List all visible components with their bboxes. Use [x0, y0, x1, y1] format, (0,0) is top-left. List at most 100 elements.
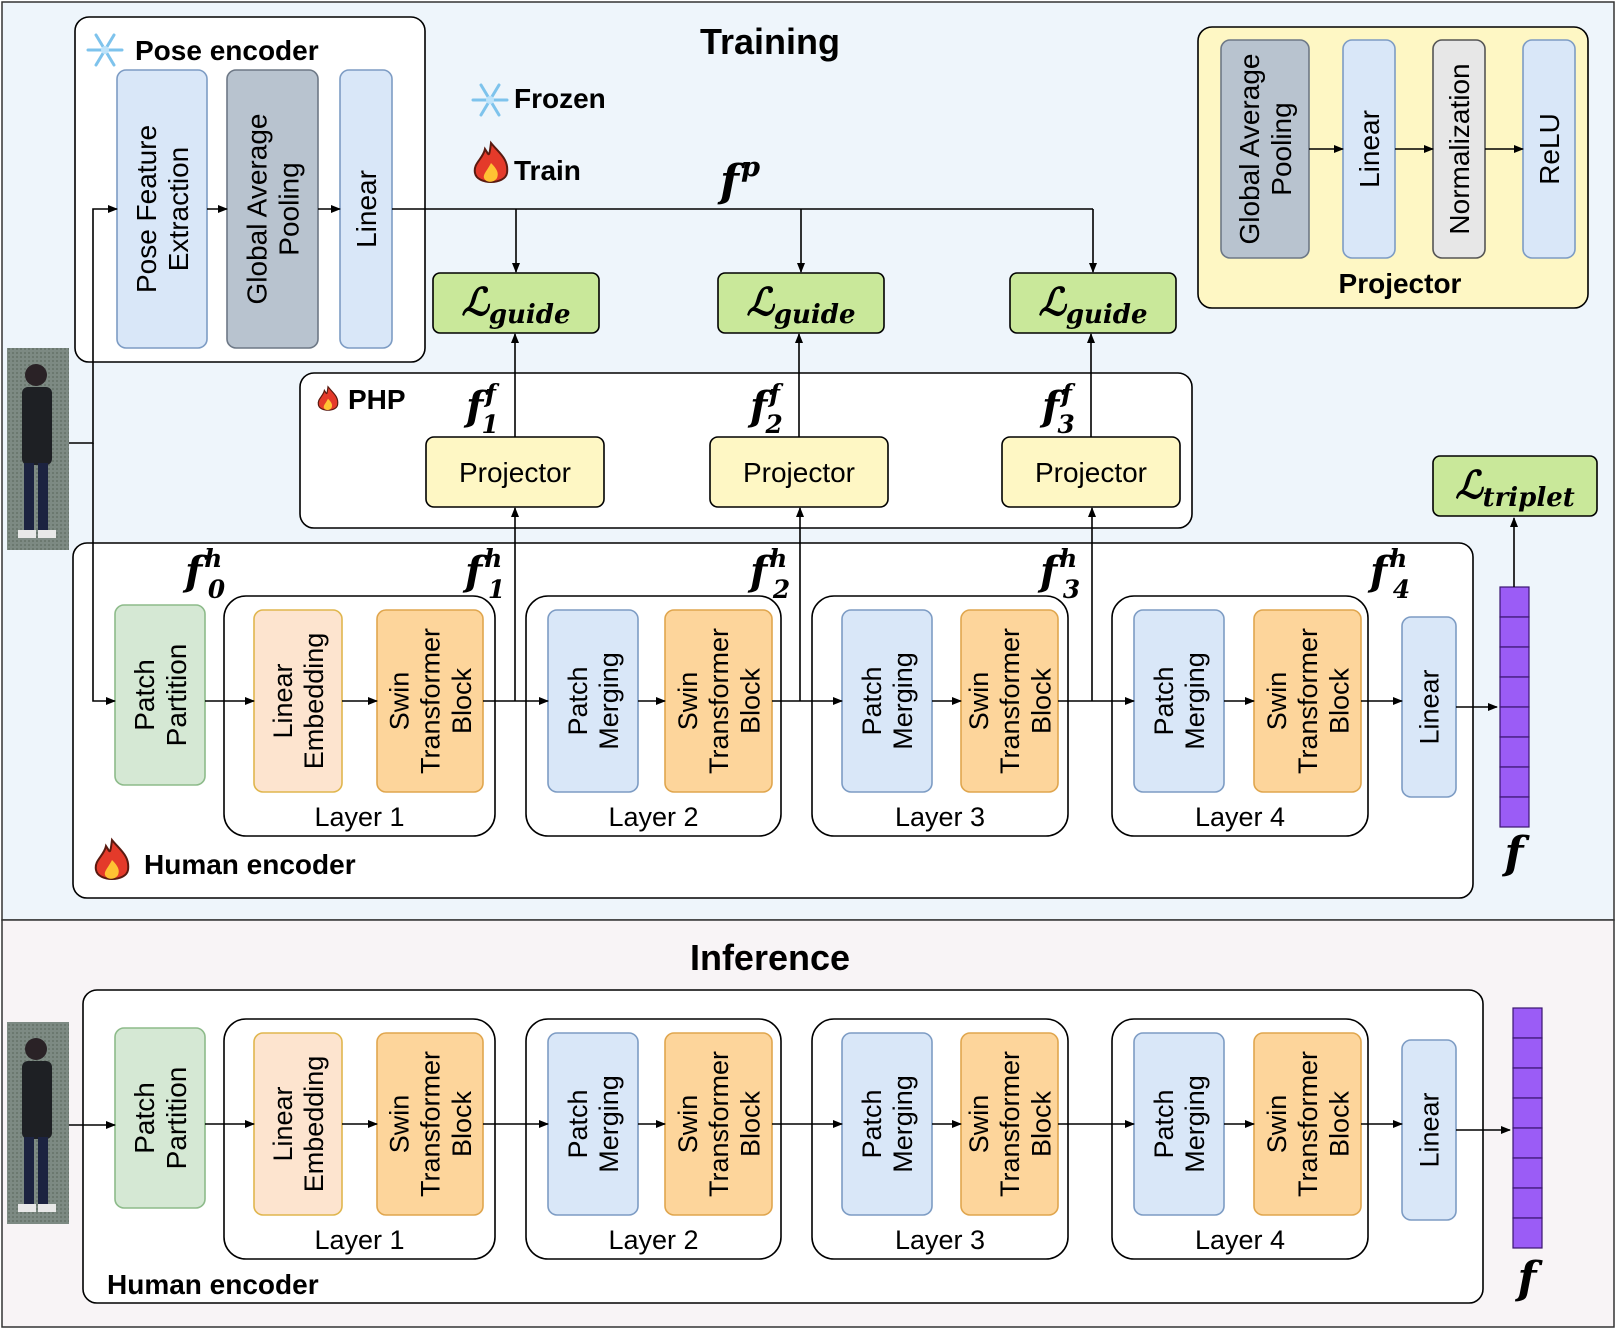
- loss-triplet-box: ℒtriplet: [1432, 455, 1598, 517]
- pose-feature-extraction-block-label: Pose FeatureExtraction: [131, 125, 194, 293]
- pose-linear-block-label: Linear: [351, 170, 382, 248]
- pose-feature-extraction-block: Pose FeatureExtraction: [116, 69, 208, 349]
- patch-merging-block-label: PatchMerging: [857, 652, 918, 750]
- swin-transformer-block: SwinTransformerBlock: [1253, 609, 1362, 793]
- encoder-linear-block: Linear: [1401, 616, 1457, 798]
- layer-label: Layer 1: [314, 802, 404, 832]
- pose-encoder-title: Pose encoder: [135, 35, 319, 66]
- php-title: PHP: [348, 384, 406, 415]
- layer-label: Layer 3: [895, 802, 985, 832]
- input-to-pose-arrow: [69, 205, 118, 444]
- global-average-pooling-block: Global AveragePooling: [226, 69, 319, 349]
- fire-icon: [317, 385, 339, 411]
- projector-linear-block: Linear: [1342, 39, 1396, 259]
- training-title: Training: [700, 21, 840, 62]
- php-projector-box: Projector: [1001, 436, 1181, 508]
- loss-guide-box-label: ℒguide: [746, 279, 855, 330]
- patch-partition-block-label: PatchPartition: [129, 644, 192, 747]
- patch-merging-block: PatchMerging: [547, 1032, 639, 1216]
- snowflake-icon: [86, 33, 124, 67]
- patch-merging-block-label: PatchMerging: [563, 652, 624, 750]
- patch-merging-block-label: PatchMerging: [857, 1075, 918, 1173]
- projector-normalization-block: Normalization: [1432, 39, 1486, 259]
- projector-detail: Global AveragePooling Linear Normalization…: [1197, 26, 1589, 309]
- global-average-pooling-block-label: Global AveragePooling: [241, 114, 304, 305]
- legend: Frozen Train: [471, 83, 606, 186]
- layer-label: Layer 4: [1195, 802, 1285, 832]
- pose-linear-block: Linear: [339, 69, 393, 349]
- human-encoder-title: Human encoder: [107, 1269, 319, 1300]
- loss-triplet-box-label: ℒtriplet: [1455, 462, 1575, 513]
- patch-merging-block-label: PatchMerging: [1149, 652, 1210, 750]
- pedestrian-image: [7, 1022, 69, 1224]
- linear-embedding-block: LinearEmbedding: [253, 609, 343, 793]
- encoder-linear-block-label: Linear: [1415, 1092, 1445, 1167]
- linear-embedding-block-label: LinearEmbedding: [268, 633, 329, 770]
- snowflake-icon: [471, 83, 509, 117]
- patch-merging-block: PatchMerging: [1133, 609, 1225, 793]
- patch-merging-block: PatchMerging: [841, 609, 933, 793]
- swin-transformer-block-label: SwinTransformerBlock: [1262, 628, 1354, 774]
- feature-vector: [1512, 1007, 1543, 1249]
- patch-partition-block: PatchPartition: [114, 1027, 206, 1209]
- layer-label: Layer 1: [314, 1225, 404, 1255]
- legend-train-label: Train: [514, 155, 581, 186]
- php-projector-box: Projector: [709, 436, 889, 508]
- fire-icon: [473, 140, 509, 183]
- swin-transformer-block: SwinTransformerBlock: [1253, 1032, 1362, 1216]
- projector-normalization-block-label: Normalization: [1444, 63, 1475, 234]
- legend-frozen-label: Frozen: [514, 83, 606, 114]
- swin-transformer-block: SwinTransformerBlock: [664, 1032, 773, 1216]
- input-to-encoder-arrow: [92, 443, 116, 705]
- swin-transformer-block: SwinTransformerBlock: [664, 609, 773, 793]
- projector-pooling-block-label: Global AveragePooling: [1234, 54, 1297, 245]
- swin-transformer-block: SwinTransformerBlock: [376, 609, 484, 793]
- pedestrian-image: [7, 348, 69, 550]
- loss-guide-box: ℒguide: [717, 272, 885, 334]
- patch-merging-block: PatchMerging: [841, 1032, 933, 1216]
- pose-encoder: Pose encoder Pose FeatureExtraction Globa…: [74, 16, 426, 363]
- loss-guide-box: ℒguide: [432, 272, 600, 334]
- swin-transformer-block-label: SwinTransformerBlock: [385, 1051, 477, 1197]
- projector-pooling-block: Global AveragePooling: [1220, 39, 1310, 259]
- swin-transformer-block-label: SwinTransformerBlock: [673, 1051, 765, 1197]
- patch-merging-block: PatchMerging: [547, 609, 639, 793]
- layer-label: Layer 2: [608, 802, 698, 832]
- linear-embedding-block-label: LinearEmbedding: [268, 1056, 329, 1193]
- encoder-linear-block: Linear: [1401, 1039, 1457, 1221]
- loss-guide-box-label: ℒguide: [461, 279, 570, 330]
- swin-transformer-block-label: SwinTransformerBlock: [385, 628, 477, 774]
- patch-merging-block: PatchMerging: [1133, 1032, 1225, 1216]
- encoder-linear-block-label: Linear: [1415, 669, 1445, 744]
- php-projector-box-label: Projector: [1035, 457, 1147, 488]
- human-encoder-title: Human encoder: [144, 849, 356, 880]
- patch-merging-block-label: PatchMerging: [563, 1075, 624, 1173]
- projector-relu-block: ReLU: [1522, 39, 1576, 259]
- swin-transformer-block: SwinTransformerBlock: [960, 609, 1059, 793]
- swin-transformer-block-label: SwinTransformerBlock: [964, 628, 1056, 774]
- patch-merging-block-label: PatchMerging: [1149, 1075, 1210, 1173]
- swin-transformer-block: SwinTransformerBlock: [960, 1032, 1059, 1216]
- layer-label: Layer 4: [1195, 1225, 1285, 1255]
- fire-icon: [94, 837, 130, 880]
- feature-vector: [1499, 586, 1530, 828]
- layer-label: Layer 2: [608, 1225, 698, 1255]
- php-projector-box-label: Projector: [743, 457, 855, 488]
- loss-guide-box: ℒguide: [1009, 272, 1177, 334]
- php-projector-box-label: Projector: [459, 457, 571, 488]
- php-projector-box: Projector: [425, 436, 605, 508]
- loss-guide-box-label: ℒguide: [1038, 279, 1147, 330]
- swin-transformer-block-label: SwinTransformerBlock: [964, 1051, 1056, 1197]
- swin-transformer-block-label: SwinTransformerBlock: [673, 628, 765, 774]
- projector-relu-block-label: ReLU: [1534, 113, 1565, 185]
- swin-transformer-block: SwinTransformerBlock: [376, 1032, 484, 1216]
- layer-label: Layer 3: [895, 1225, 985, 1255]
- patch-partition-block: PatchPartition: [114, 604, 206, 786]
- patch-partition-block-label: PatchPartition: [129, 1067, 192, 1170]
- inference-title: Inference: [690, 937, 850, 978]
- projector-linear-block-label: Linear: [1354, 110, 1385, 188]
- projector-detail-title: Projector: [1339, 268, 1462, 299]
